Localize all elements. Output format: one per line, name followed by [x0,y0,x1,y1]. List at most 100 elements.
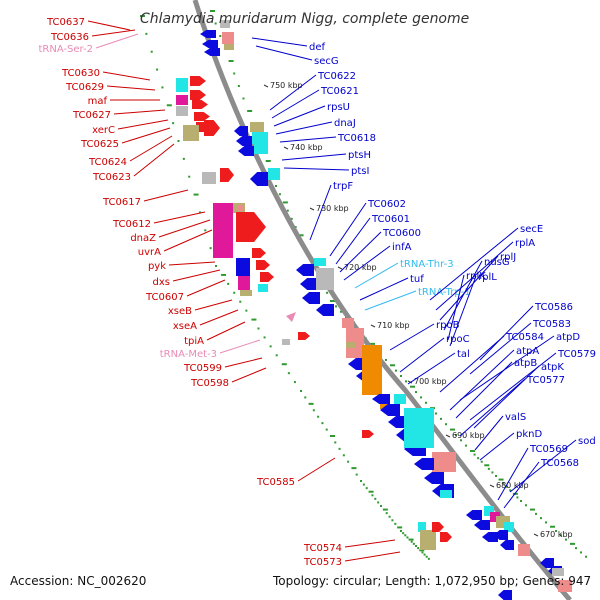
gene-label-rpll: rplL [478,272,497,283]
cog-box [558,580,572,592]
gene-label-trna-trp-1: tRNA-Trp-1 [418,287,471,298]
gene-label-tc0583: TC0583 [532,319,571,330]
gene-label-tc0618: TC0618 [337,133,376,144]
gene-label-atpa: atpA [516,346,539,357]
gene-label-tc0599: TC0599 [183,363,222,374]
label-leader [158,219,211,238]
label-leader [447,274,465,341]
gc-dot [435,412,437,415]
reverse-gene-arrow [474,520,490,530]
label-leader [172,269,221,282]
gc-dot [355,473,358,476]
gene-label-tc0630: TC0630 [61,68,100,79]
label-leader [194,299,233,311]
gc-dot-track [140,10,587,560]
gene-label-tc0627: TC0627 [72,110,111,121]
gc-dot [560,534,562,537]
gc-dot [498,478,504,481]
gc-dot [335,305,337,308]
gc-dot [362,483,365,486]
gc-dot [351,467,357,470]
label-leader [449,349,515,411]
gc-dot [415,391,417,394]
gc-dot [221,273,227,276]
gc-dot [321,422,324,425]
gene-label-uvra: uvrA [138,247,161,258]
label-leader [469,352,557,421]
label-leader [117,119,169,130]
tick-mark [309,207,315,211]
cog-box [213,203,233,258]
gc-dot [465,444,467,447]
label-leader [199,309,239,326]
gc-dot [298,234,304,237]
tick-label: 700 kbp [414,377,447,386]
tick-label: 730 kbp [316,204,349,213]
label-leader [297,457,336,482]
gc-dot [470,450,475,452]
gene-label-sece: secE [520,224,543,235]
gc-dot [402,532,405,535]
cog-box [552,568,564,576]
gc-dot [365,487,368,490]
gene-label-tc0569: TC0569 [529,444,568,455]
cog-box [432,452,456,472]
gc-dot [410,385,415,388]
label-leader [439,335,505,393]
gene-label-tc0629: TC0629 [65,82,104,93]
label-leader [121,127,171,144]
gene-label-trna-met-3: tRNA-Met-3 [160,349,217,360]
gene-label-ptsh: ptsH [348,150,371,161]
gene-label-tuf: tuf [410,274,424,285]
gene-label-xseb: xseB [168,306,192,317]
gc-dot [404,534,407,537]
label-leader [459,378,526,437]
gc-dot [397,526,403,529]
gene-label-tc0636: TC0636 [50,32,89,43]
gc-dot [304,396,307,399]
reverse-gene-arrow [200,30,216,38]
label-leader [153,211,206,224]
gc-dot [570,542,575,545]
gc-dot [423,553,426,556]
gc-dot [509,489,512,492]
gc-dot [394,522,397,525]
gc-dot [445,423,447,426]
tick-mark [489,484,495,488]
forward-gene-arrow [432,522,444,532]
label-leader [91,29,136,37]
gene-label-rpsu: rpsU [327,102,350,113]
gc-dot [360,480,362,482]
forward-gene-arrow [204,120,220,136]
label-leader [359,277,409,301]
reverse-gene-arrow [234,126,248,136]
cog-box [518,544,530,556]
gene-label-vals: valS [505,412,526,423]
gene-label-tc0607: TC0607 [145,292,184,303]
gc-dot [473,453,476,456]
reverse-gene-arrow [498,590,512,600]
reverse-gene-arrow [250,172,268,186]
gc-dot [340,310,342,313]
gene-label-tc0621: TC0621 [320,86,359,97]
label-leader [473,365,540,429]
gc-dot [193,193,199,196]
gc-dot [275,185,277,187]
gc-dot [412,542,415,545]
forward-gene-arrow [190,90,206,100]
label-leader [168,261,216,266]
cog-box [220,20,230,28]
gc-dot [408,538,414,541]
cog-box [420,530,436,550]
gc-dot [219,35,222,37]
gc-dot [400,375,402,377]
gene-label-atpd: atpD [556,332,580,343]
gc-dot [294,226,297,229]
gc-dot [166,104,172,107]
label-leader [283,167,350,171]
gc-dot [440,417,442,420]
gc-dot [415,545,417,547]
gc-dot [265,160,271,162]
gc-dot [406,536,409,539]
gc-dot [257,327,260,330]
